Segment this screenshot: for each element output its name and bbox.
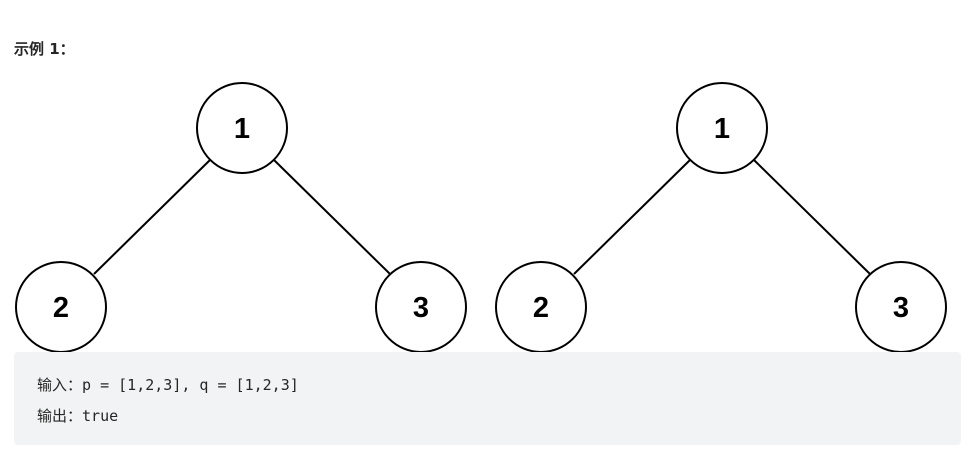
tree-node-right: 3 [855, 261, 947, 353]
node-label-root: 1 [234, 113, 250, 145]
node-label-left: 2 [533, 292, 549, 324]
tree-node-root: 1 [676, 82, 768, 174]
output-value: true [82, 407, 119, 425]
tree-node-left: 2 [495, 261, 587, 353]
tree-node-right: 3 [375, 261, 467, 353]
output-line: 输出：true [37, 401, 961, 432]
input-label: 输入： [37, 376, 83, 394]
edge-root-left [573, 159, 691, 275]
input-value: p = [1,2,3], q = [1,2,3] [82, 376, 299, 394]
tree-node-root: 1 [196, 82, 288, 174]
edge-root-left [93, 159, 211, 275]
node-label-root: 1 [714, 113, 730, 145]
tree-q: 1 2 3 [495, 82, 947, 353]
node-label-right: 3 [413, 292, 429, 324]
node-label-right: 3 [893, 292, 909, 324]
output-label: 输出： [37, 407, 83, 425]
edge-root-right [273, 159, 391, 275]
node-label-left: 2 [53, 292, 69, 324]
example-code-block: 输入：p = [1,2,3], q = [1,2,3] 输出：true [14, 352, 961, 445]
tree-node-left: 2 [15, 261, 107, 353]
tree-p: 1 2 3 [15, 82, 467, 353]
example-title: 示例 1： [14, 40, 75, 58]
input-line: 输入：p = [1,2,3], q = [1,2,3] [37, 370, 961, 401]
edge-root-right [753, 159, 871, 275]
